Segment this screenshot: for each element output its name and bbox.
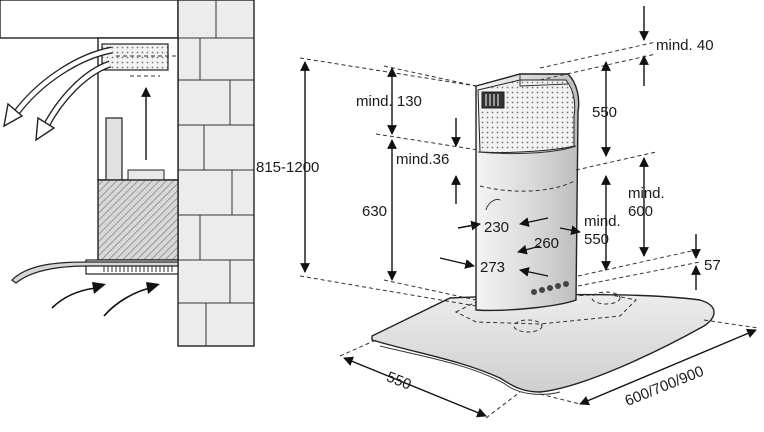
side-section-view [0,0,255,347]
label-mind-40: mind. 40 [656,37,714,54]
exhaust-airflow-arrows [3,46,113,142]
intake-airflow-arrows [51,282,160,317]
label-260: 260 [534,235,559,252]
hood-3d-view: mind. 40 mind. 130 550 mind.36 815-1200 … [256,6,759,419]
label-mind-550-line2: 550 [584,231,609,248]
brick-wall [177,0,255,347]
label-815-1200: 815-1200 [256,159,319,176]
glass-canopy-side [11,261,179,284]
label-230: 230 [484,219,509,236]
label-273: 273 [480,259,505,276]
label-mind-36: mind.36 [396,151,449,168]
label-57: 57 [704,257,721,274]
label-630: 630 [362,203,387,220]
chimney-upper-perforated [477,79,576,154]
ceiling [0,0,179,39]
dimension-lines [299,6,759,419]
label-mind-600-line1: mind. [628,185,665,202]
label-mind-130: mind. 130 [356,93,422,110]
filter-housing [97,179,179,261]
label-mind-600-line2: 600 [628,203,653,220]
label-550-top: 550 [592,104,617,121]
label-mind-550-line1: mind. [584,213,621,230]
outlet-grille [101,43,169,71]
motor-block [127,169,165,181]
label-600-700-900: 600/700/900 [623,363,707,410]
label-550-bottom: 550 [384,368,414,393]
chimney-vents [481,91,505,109]
inner-duct [105,117,123,181]
control-buttons [531,281,569,295]
